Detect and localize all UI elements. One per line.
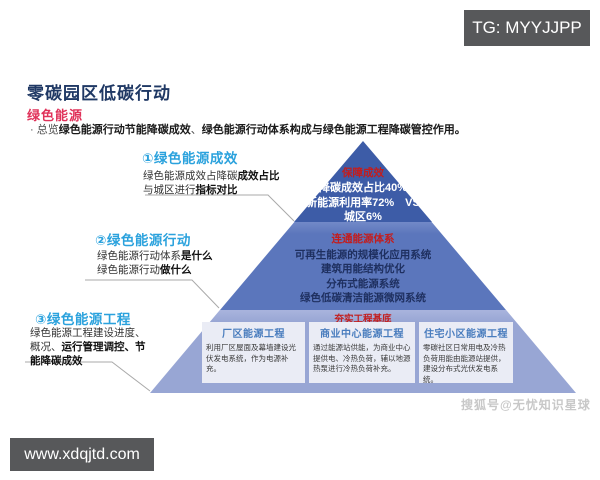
level-2-line: 绿色低碳清洁能源微网系统 [300, 292, 426, 305]
sohu-watermark: 搜狐号@无忧知识星球 [461, 398, 591, 412]
summary-prefix: 总览 [36, 124, 59, 136]
box-desc: 零碳社区日常用电及冷热负荷用能由能源站提供，建设分布式光伏发电系统。 [423, 343, 506, 384]
item-2-desc-bold: 是什么 [181, 250, 213, 262]
level-1-line: 城区6% [344, 211, 382, 224]
level-1-line: 降碳成效占比40% [318, 182, 408, 194]
summary-bullet: · 总览绿色能源行动节能降碳成效、绿色能源行动体系构成与绿色能源工程降碳管控作用… [30, 121, 575, 137]
level-1-line: 新能源利用率72% VS [306, 196, 420, 209]
item-2-desc: 绿色能源行动体系是什么 绿色能源行动做什么 [97, 249, 257, 277]
telegram-badge: TG: MYYJJPP [464, 10, 590, 46]
item-1-desc-text-2: 与城区进行 [143, 184, 196, 197]
connector-line-2 [85, 279, 220, 309]
item-1-header: ①绿色能源成效 [142, 151, 238, 166]
website-badge: www.xdqjtd.com [10, 438, 154, 471]
section-title: 绿色能源 [27, 108, 84, 123]
energy-box-factory: 厂区能源工程 利用厂区屋面及幕墙建设光伏发电系统，作为电源补充。 [202, 322, 305, 383]
summary-separator: 、 [190, 124, 202, 136]
item-3-header: ③绿色能源工程 [35, 312, 131, 327]
item-2-desc-text: 绿色能源行动体系 [97, 250, 181, 262]
connector-line-1 [145, 194, 295, 222]
box-title: 厂区能源工程 [222, 329, 285, 340]
level-2-line: 分布式能源系统 [326, 277, 400, 290]
box-desc: 利用厂区屋面及幕墙建设光伏发电系统，作为电源补充。 [206, 343, 296, 373]
energy-box-commercial: 商业中心能源工程 通过能源站供能，为商业中心提供电、冷热负荷，辅以地源热泵进行冷… [309, 322, 415, 383]
item-1-desc-bold-2: 指标对比 [195, 184, 238, 197]
box-title: 商业中心能源工程 [320, 329, 404, 340]
box-title: 住宅小区能源工程 [424, 329, 508, 340]
item-1-desc: 绿色能源成效占降碳成效占比 与城区进行指标对比 [143, 169, 303, 197]
energy-box-residential: 住宅小区能源工程 零碳社区日常用电及冷热负荷用能由能源站提供，建设分布式光伏发电… [419, 322, 513, 384]
level-1-label: 保障成效 [342, 167, 384, 179]
telegram-badge-label: TG: MYYJJPP [472, 18, 582, 37]
level-2-line: 可再生能源的规模化应用系统 [294, 249, 432, 261]
item-2-desc-bold-2: 做什么 [160, 264, 192, 277]
summary-bold-2: 绿色能源行动体系构成与绿色能源工程降碳管控作用。 [201, 124, 466, 136]
summary-bold-1: 绿色能源行动节能降碳成效 [58, 124, 191, 136]
item-1-desc-bold: 成效占比 [237, 170, 280, 182]
item-2-desc-text-2: 绿色能源行动 [97, 264, 160, 277]
item-3-desc-bold: 运行管理调控、节能降碳成效 [30, 341, 146, 368]
item-3-desc-text: 绿色能源工程建设进度、概况、 [30, 327, 146, 354]
connector-line-3 [25, 361, 151, 392]
item-1-desc-text: 绿色能源成效占降碳 [143, 170, 238, 182]
box-desc: 通过能源站供能，为商业中心提供电、冷热负荷，辅以地源热泵进行冷热负荷补充。 [313, 343, 411, 373]
website-badge-label: www.xdqjtd.com [24, 445, 140, 463]
page-title: 零碳园区低碳行动 [27, 84, 171, 103]
level-3-label: 夯实工程基底 [334, 314, 392, 325]
level-2-lines: 可再生能源的规模化应用系统 建筑用能结构优化 分布式能源系统 绿色低碳清洁能源微… [246, 248, 480, 306]
item-2-header: ②绿色能源行动 [95, 233, 191, 248]
item-3-desc: 绿色能源工程建设进度、概况、运行管理调控、节能降碳成效 [30, 326, 148, 369]
bullet-dot: · [30, 124, 34, 136]
level-2-label: 连通能源体系 [331, 233, 395, 245]
level-1-lines: 降碳成效占比40% 新能源利用率72% VS 城区6% [271, 181, 455, 225]
level-2-line: 建筑用能结构优化 [321, 263, 405, 276]
